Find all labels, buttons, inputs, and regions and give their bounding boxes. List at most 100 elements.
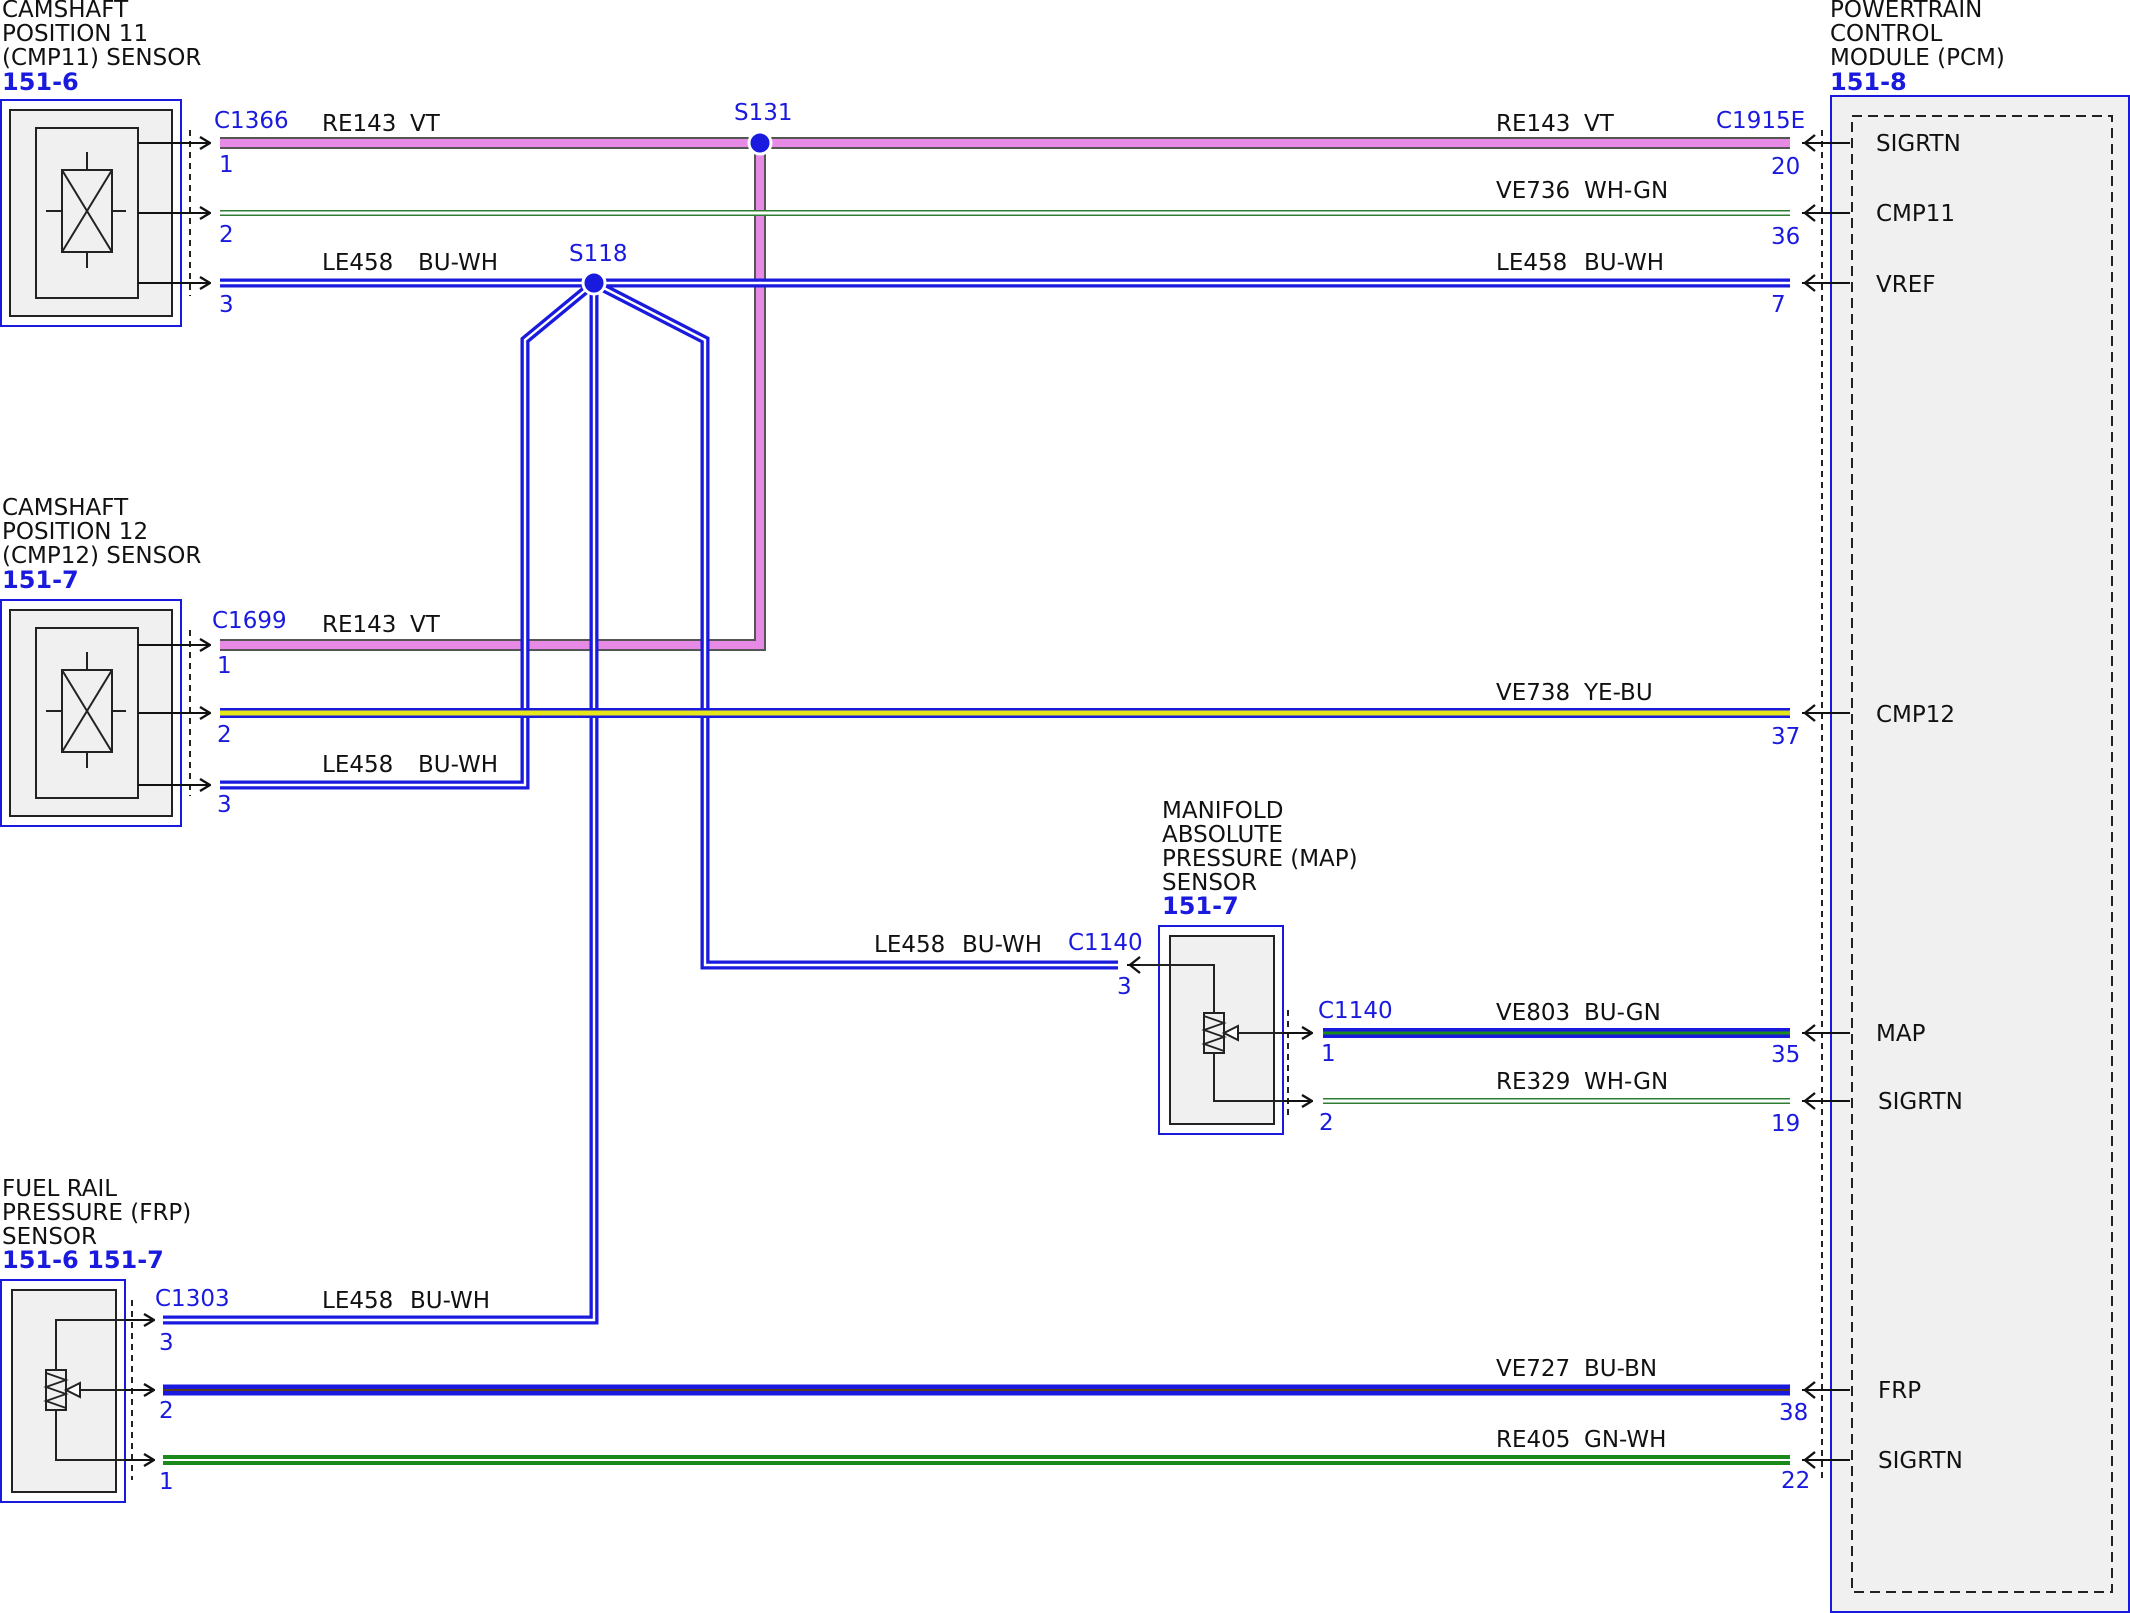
svg-text:VT: VT <box>410 111 441 137</box>
pcm-input-arrows <box>1802 134 1850 1469</box>
map-title: MANIFOLD ABSOLUTE PRESSURE (MAP) SENSOR … <box>1162 798 1358 920</box>
cmp11-title: CAMSHAFT POSITION 11 (CMP11) SENSOR 151-… <box>2 0 201 96</box>
svg-text:POSITION 12: POSITION 12 <box>2 519 148 545</box>
svg-text:1: 1 <box>219 152 234 178</box>
svg-text:SIGRTN: SIGRTN <box>1878 1448 1963 1474</box>
svg-text:POSITION 11: POSITION 11 <box>2 21 148 47</box>
svg-text:7: 7 <box>1771 292 1786 318</box>
svg-text:CMP11: CMP11 <box>1876 201 1955 227</box>
connector-c1699: C1699 <box>212 608 287 634</box>
svg-text:38: 38 <box>1779 1400 1808 1426</box>
svg-text:SENSOR: SENSOR <box>2 1224 97 1250</box>
wire-labels: RE143 VT RE143 VT VE736 WH-GN LE458 BU-W… <box>322 111 1668 1453</box>
splice-s131-dot <box>747 130 773 156</box>
svg-text:FRP: FRP <box>1878 1378 1921 1404</box>
svg-text:37: 37 <box>1771 724 1800 750</box>
cmp12-ref[interactable]: 151-7 <box>2 566 79 594</box>
svg-text:BU-WH: BU-WH <box>410 1288 490 1314</box>
svg-text:3: 3 <box>219 292 234 318</box>
splice-s118-dot <box>581 270 607 296</box>
svg-text:CAMSHAFT: CAMSHAFT <box>2 495 129 521</box>
connector-c1140-a: C1140 <box>1068 930 1143 956</box>
frp-ref[interactable]: 151-6 151-7 <box>2 1246 164 1274</box>
svg-text:VREF: VREF <box>1876 272 1935 298</box>
svg-text:VE738: VE738 <box>1496 680 1570 706</box>
svg-text:GN-WH: GN-WH <box>1584 1427 1666 1453</box>
svg-text:1: 1 <box>159 1469 174 1495</box>
svg-text:20: 20 <box>1771 154 1800 180</box>
svg-text:LE458: LE458 <box>322 752 393 778</box>
svg-text:CMP12: CMP12 <box>1876 702 1955 728</box>
wire-le458-frp <box>163 283 599 1325</box>
svg-text:LE458: LE458 <box>874 932 945 958</box>
svg-text:VT: VT <box>1584 111 1615 137</box>
svg-text:POWERTRAIN: POWERTRAIN <box>1830 0 1982 23</box>
svg-text:BU-WH: BU-WH <box>1584 250 1664 276</box>
svg-text:SIGRTN: SIGRTN <box>1878 1089 1963 1115</box>
svg-text:36: 36 <box>1771 224 1800 250</box>
svg-text:PRESSURE (MAP): PRESSURE (MAP) <box>1162 846 1358 872</box>
svg-text:3: 3 <box>1117 974 1132 1000</box>
splice-s131-label: S131 <box>734 100 793 126</box>
svg-text:VE736: VE736 <box>1496 178 1570 204</box>
svg-text:YE-BU: YE-BU <box>1583 680 1653 706</box>
cmp11-sensor[interactable] <box>0 99 210 327</box>
svg-text:1: 1 <box>1321 1041 1336 1067</box>
svg-text:BU-WH: BU-WH <box>418 250 498 276</box>
map-sensor[interactable] <box>1127 925 1312 1135</box>
svg-text:FUEL RAIL: FUEL RAIL <box>2 1176 117 1202</box>
svg-text:(CMP12) SENSOR: (CMP12) SENSOR <box>2 543 201 569</box>
svg-text:35: 35 <box>1771 1042 1800 1068</box>
svg-text:VT: VT <box>410 612 441 638</box>
map-ref[interactable]: 151-7 <box>1162 892 1239 920</box>
svg-text:2: 2 <box>1319 1110 1334 1136</box>
connector-c1366: C1366 <box>214 108 289 134</box>
cmp12-sensor[interactable] <box>0 599 210 827</box>
svg-text:PRESSURE (FRP): PRESSURE (FRP) <box>2 1200 191 1226</box>
svg-text:VE727: VE727 <box>1496 1356 1570 1382</box>
splice-s118-label: S118 <box>569 241 628 267</box>
connector-c1303: C1303 <box>155 1286 230 1312</box>
svg-text:MANIFOLD: MANIFOLD <box>1162 798 1283 824</box>
svg-text:3: 3 <box>159 1330 174 1356</box>
svg-text:2: 2 <box>159 1398 174 1424</box>
svg-text:CAMSHAFT: CAMSHAFT <box>2 0 129 23</box>
cmp12-title: CAMSHAFT POSITION 12 (CMP12) SENSOR 151-… <box>2 495 201 594</box>
svg-text:RE329: RE329 <box>1496 1069 1570 1095</box>
svg-text:VE803: VE803 <box>1496 1000 1570 1026</box>
svg-text:ABSOLUTE: ABSOLUTE <box>1162 822 1283 848</box>
svg-text:LE458: LE458 <box>1496 250 1567 276</box>
svg-text:BU-WH: BU-WH <box>418 752 498 778</box>
pcm-ref[interactable]: 151-8 <box>1830 68 1907 96</box>
connector-c1140-b: C1140 <box>1318 998 1393 1024</box>
svg-text:3: 3 <box>217 792 232 818</box>
svg-text:BU-WH: BU-WH <box>962 932 1042 958</box>
svg-text:RE143: RE143 <box>322 612 396 638</box>
svg-text:2: 2 <box>217 722 232 748</box>
frp-sensor[interactable] <box>0 1279 154 1503</box>
wire-re143-branch <box>220 143 766 651</box>
svg-text:BU-BN: BU-BN <box>1584 1356 1657 1382</box>
pcm-signal-names: SIGRTN CMP11 VREF CMP12 MAP SIGRTN FRP S… <box>1876 131 1963 1474</box>
svg-text:19: 19 <box>1771 1111 1800 1137</box>
svg-text:WH-GN: WH-GN <box>1584 178 1668 204</box>
svg-text:WH-GN: WH-GN <box>1584 1069 1668 1095</box>
svg-text:1: 1 <box>217 653 232 679</box>
svg-text:LE458: LE458 <box>322 1288 393 1314</box>
pcm-module[interactable] <box>1802 95 2130 1613</box>
wire-le458-map <box>591 278 1118 970</box>
svg-text:SENSOR: SENSOR <box>1162 870 1257 896</box>
svg-text:CONTROL: CONTROL <box>1830 21 1943 47</box>
wire-le458-cmp12 <box>220 279 597 790</box>
connector-c1915e: C1915E <box>1716 108 1805 134</box>
svg-text:RE143: RE143 <box>322 111 396 137</box>
svg-text:(CMP11) SENSOR: (CMP11) SENSOR <box>2 45 201 71</box>
svg-text:BU-GN: BU-GN <box>1584 1000 1661 1026</box>
cmp11-ref[interactable]: 151-6 <box>2 68 79 96</box>
svg-text:RE405: RE405 <box>1496 1427 1570 1453</box>
pin-numbers: 1 2 3 20 36 7 1 2 3 37 3 1 2 35 19 3 2 1… <box>159 152 1810 1495</box>
svg-text:LE458: LE458 <box>322 250 393 276</box>
svg-text:SIGRTN: SIGRTN <box>1876 131 1961 157</box>
frp-title: FUEL RAIL PRESSURE (FRP) SENSOR 151-6 15… <box>2 1176 191 1274</box>
